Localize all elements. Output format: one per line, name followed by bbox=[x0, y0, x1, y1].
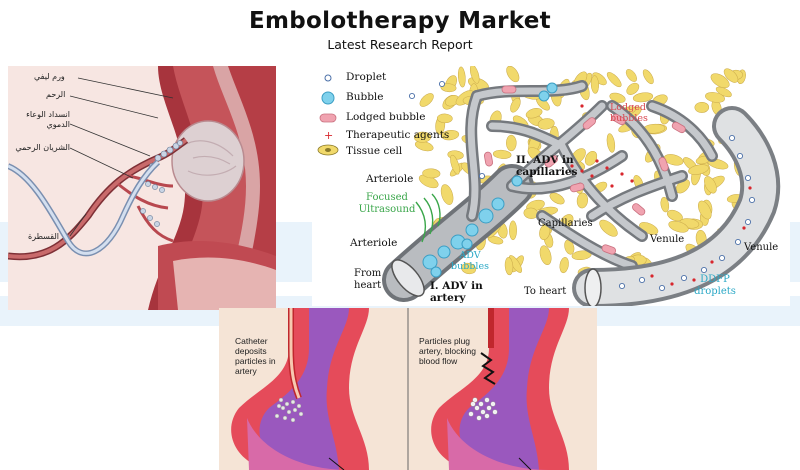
label-adv-in-artery: I. ADV in artery bbox=[430, 280, 483, 304]
tissue-cell bbox=[599, 219, 618, 237]
tissue-cell bbox=[704, 176, 717, 194]
tissue-cell bbox=[559, 257, 569, 274]
therapeutic-agents bbox=[570, 104, 752, 286]
legend-droplet: Droplet bbox=[346, 71, 387, 83]
label-adv-in-capillaries: II. ADV in capillaries bbox=[516, 154, 578, 178]
tissue-cell bbox=[660, 196, 670, 213]
tissue-cell bbox=[436, 113, 453, 124]
page-subtitle: Latest Research Report bbox=[327, 37, 473, 52]
tissue-cell bbox=[606, 72, 622, 88]
tissue-cell bbox=[564, 239, 575, 255]
legend-therapeutic-agents: Therapeutic agents bbox=[346, 129, 450, 141]
tissue-cell bbox=[642, 69, 654, 85]
tissue-cell bbox=[492, 149, 512, 159]
tissue-cell bbox=[626, 82, 640, 95]
label-venule-outer: Venule bbox=[744, 242, 779, 253]
lodged-bubbles bbox=[483, 85, 686, 255]
label-venule-inner: Venule bbox=[650, 234, 685, 245]
legend-markers: + bbox=[317, 74, 339, 156]
tissue-cell bbox=[668, 220, 689, 233]
catheter-diagram bbox=[219, 308, 597, 470]
tissue-cell bbox=[441, 129, 460, 141]
tissue-cell bbox=[440, 83, 457, 93]
label-adv-bubbles: ADV bubbles bbox=[451, 250, 489, 272]
tissue-cell bbox=[509, 220, 517, 241]
left-artery-scene bbox=[231, 308, 369, 470]
uterus-diagram bbox=[8, 66, 276, 310]
adv-embolotherapy-illustration: + Droplet Bubble Lodged bubble Therapeut… bbox=[312, 66, 790, 306]
tissue-cell bbox=[710, 73, 730, 89]
tissue-cell bbox=[705, 92, 725, 103]
label-fibroid: ورم ليفي bbox=[34, 72, 65, 81]
tissue-cell bbox=[461, 262, 477, 275]
label-ddfp-droplets: DDFP droplets bbox=[694, 274, 736, 297]
label-uterus: الرحم bbox=[46, 90, 66, 99]
tissue-cell bbox=[525, 108, 543, 119]
tissue-cell bbox=[606, 133, 616, 153]
label-arteriole-upper: Arteriole bbox=[366, 173, 414, 185]
label-capillaries: Capillaries bbox=[538, 218, 593, 229]
tissue-cell bbox=[469, 66, 480, 84]
tissue-cell bbox=[510, 97, 521, 113]
adv-diagram: + bbox=[312, 66, 790, 306]
label-vessel-blockage: انسداد الوعاء الدموي bbox=[26, 110, 70, 129]
legend-lodged-bubble: Lodged bubble bbox=[346, 111, 426, 123]
tissue-cell bbox=[667, 209, 683, 222]
tissue-cell bbox=[576, 192, 588, 209]
tissue-cell bbox=[694, 101, 710, 113]
tissue-cell bbox=[414, 131, 432, 143]
label-focused-ultrasound: Focused Ultrasound bbox=[358, 192, 416, 215]
label-catheter: القسطرة bbox=[28, 232, 60, 241]
label-from-heart: From heart bbox=[354, 268, 382, 291]
label-arteriole-lower: Arteriole bbox=[350, 237, 398, 249]
legend-tissue-cell: Tissue cell bbox=[346, 145, 403, 157]
label-lodged-bubbles: Lodged bubbles bbox=[610, 102, 648, 124]
tissue-cell bbox=[632, 92, 654, 103]
tissue-cell bbox=[549, 192, 565, 205]
tissue-cell bbox=[504, 257, 514, 276]
droplets bbox=[408, 80, 756, 292]
uterine-artery-illustration: ورم ليفي الرحم انسداد الوعاء الدموي الشر… bbox=[8, 66, 276, 310]
tissue-cell bbox=[571, 250, 592, 261]
tissue-cell bbox=[506, 134, 517, 152]
tissue-cell bbox=[723, 68, 739, 83]
artery-vessel bbox=[382, 164, 534, 302]
tissue-cell bbox=[688, 164, 709, 175]
tissue-cell bbox=[506, 66, 520, 83]
tissue-cell bbox=[457, 66, 466, 88]
catheter-embolization-illustration: Catheter deposits particles in artery Pa… bbox=[219, 308, 597, 470]
caption-particles-plug: Particles plug artery, blocking blood fl… bbox=[419, 336, 477, 366]
tissue-cell bbox=[625, 69, 637, 82]
caption-catheter-deposits: Catheter deposits particles in artery bbox=[235, 336, 276, 376]
tissue-cell bbox=[539, 245, 552, 266]
label-to-heart: To heart bbox=[524, 286, 567, 297]
svg-text:+: + bbox=[324, 129, 333, 142]
page-title: Embolotherapy Market bbox=[249, 8, 551, 34]
tissue-cell bbox=[590, 75, 599, 94]
tissue-cell bbox=[419, 93, 434, 107]
tissue-cell bbox=[698, 200, 712, 220]
legend-bubble: Bubble bbox=[346, 91, 384, 103]
tissue-cell bbox=[450, 154, 460, 175]
tissue-cell bbox=[487, 235, 504, 245]
tissue-cell bbox=[440, 184, 454, 205]
ultrasound-waves bbox=[415, 193, 441, 243]
tissue-cell bbox=[537, 118, 555, 130]
tissue-cell bbox=[422, 168, 441, 179]
adv-bubbles bbox=[422, 82, 558, 278]
label-uterine-artery: الشريان الرحمي bbox=[15, 143, 70, 152]
right-artery-scene bbox=[431, 308, 569, 470]
